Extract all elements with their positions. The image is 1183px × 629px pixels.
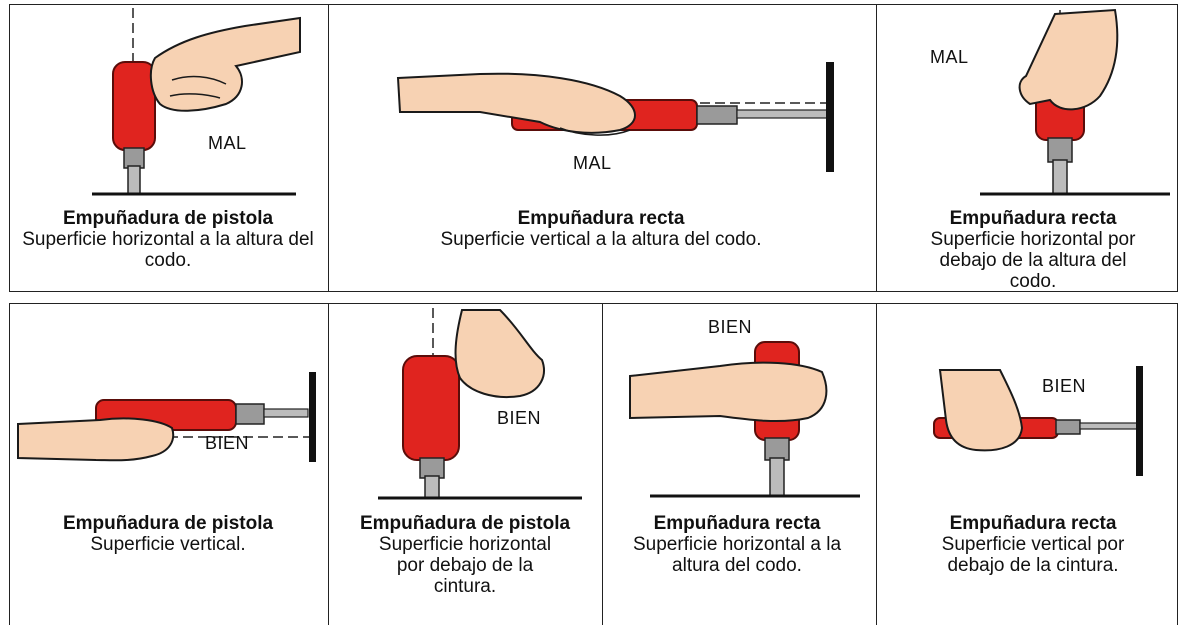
- panel-caption: Empuñadura recta Superficie vertical por…: [888, 513, 1178, 576]
- grip-type-title: Empuñadura recta: [888, 513, 1178, 534]
- bien-label: BIEN: [1042, 376, 1086, 397]
- surface-description: Superficie vertical por debajo de la cin…: [888, 534, 1178, 576]
